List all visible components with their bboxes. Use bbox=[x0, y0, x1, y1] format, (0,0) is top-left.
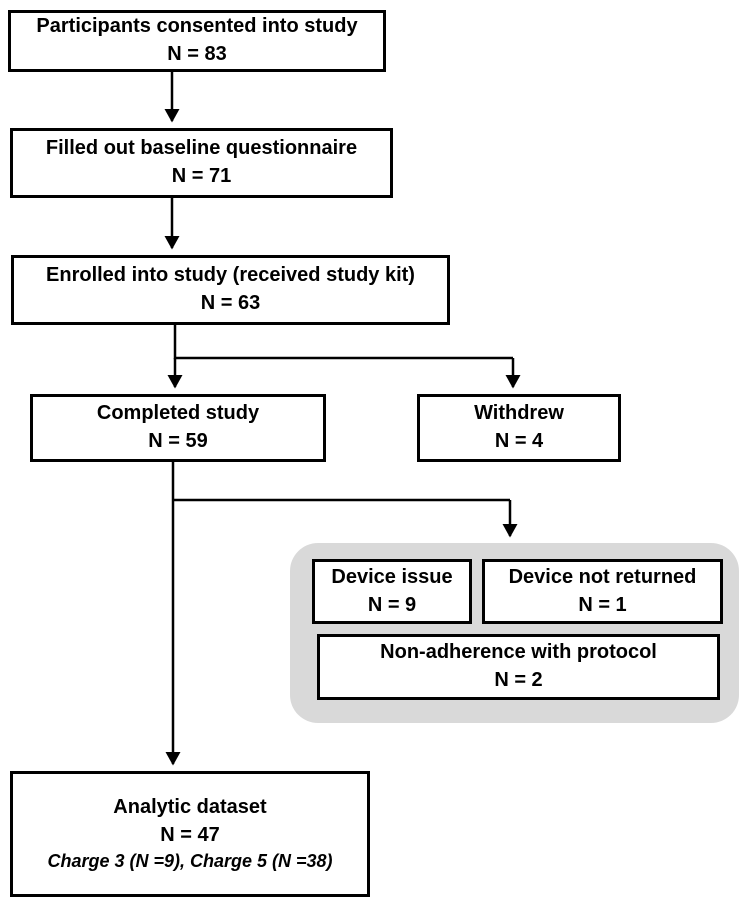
box-baseline-n: N = 71 bbox=[171, 165, 232, 187]
box-withdrew: Withdrew N = 4 bbox=[417, 394, 621, 462]
box-device-issue-n: N = 9 bbox=[367, 593, 417, 616]
box-analytic: Analytic dataset N = 47 Charge 3 (N =9),… bbox=[10, 771, 370, 897]
box-enrolled: Enrolled into study (received study kit)… bbox=[11, 255, 450, 325]
box-withdrew-label: Withdrew bbox=[474, 402, 564, 425]
box-device-issue: Device issue N = 9 bbox=[312, 559, 472, 624]
box-consented: Participants consented into study N = 83 bbox=[8, 10, 386, 72]
box-non-adherence-n: N = 2 bbox=[494, 669, 543, 691]
box-completed: Completed study N = 59 bbox=[30, 394, 326, 462]
box-consented-n: N = 83 bbox=[167, 43, 227, 65]
box-enrolled-label: Enrolled into study (received study kit) bbox=[46, 264, 415, 287]
box-non-adherence-label: Non-adherence with protocol bbox=[380, 641, 657, 664]
box-analytic-note: Charge 3 (N =9), Charge 5 (N =38) bbox=[47, 851, 333, 872]
box-non-adherence: Non-adherence with protocol N = 2 bbox=[317, 634, 720, 700]
box-withdrew-n: N = 4 bbox=[494, 430, 544, 452]
box-consented-label: Participants consented into study bbox=[36, 15, 358, 38]
box-enrolled-n: N = 63 bbox=[200, 292, 261, 314]
box-device-not-returned-n: N = 1 bbox=[578, 593, 627, 616]
box-device-not-returned-label: Device not returned bbox=[508, 565, 697, 588]
exclusion-panel: Device issue N = 9 Device not returned N… bbox=[290, 543, 739, 723]
box-analytic-label: Analytic dataset bbox=[113, 795, 267, 818]
box-completed-label: Completed study bbox=[96, 402, 260, 425]
box-analytic-n: N = 47 bbox=[160, 823, 220, 846]
box-baseline-label: Filled out baseline questionnaire bbox=[45, 137, 358, 160]
box-device-issue-label: Device issue bbox=[331, 565, 453, 588]
box-baseline: Filled out baseline questionnaire N = 71 bbox=[10, 128, 393, 198]
box-device-not-returned: Device not returned N = 1 bbox=[482, 559, 723, 624]
box-completed-n: N = 59 bbox=[148, 430, 208, 452]
